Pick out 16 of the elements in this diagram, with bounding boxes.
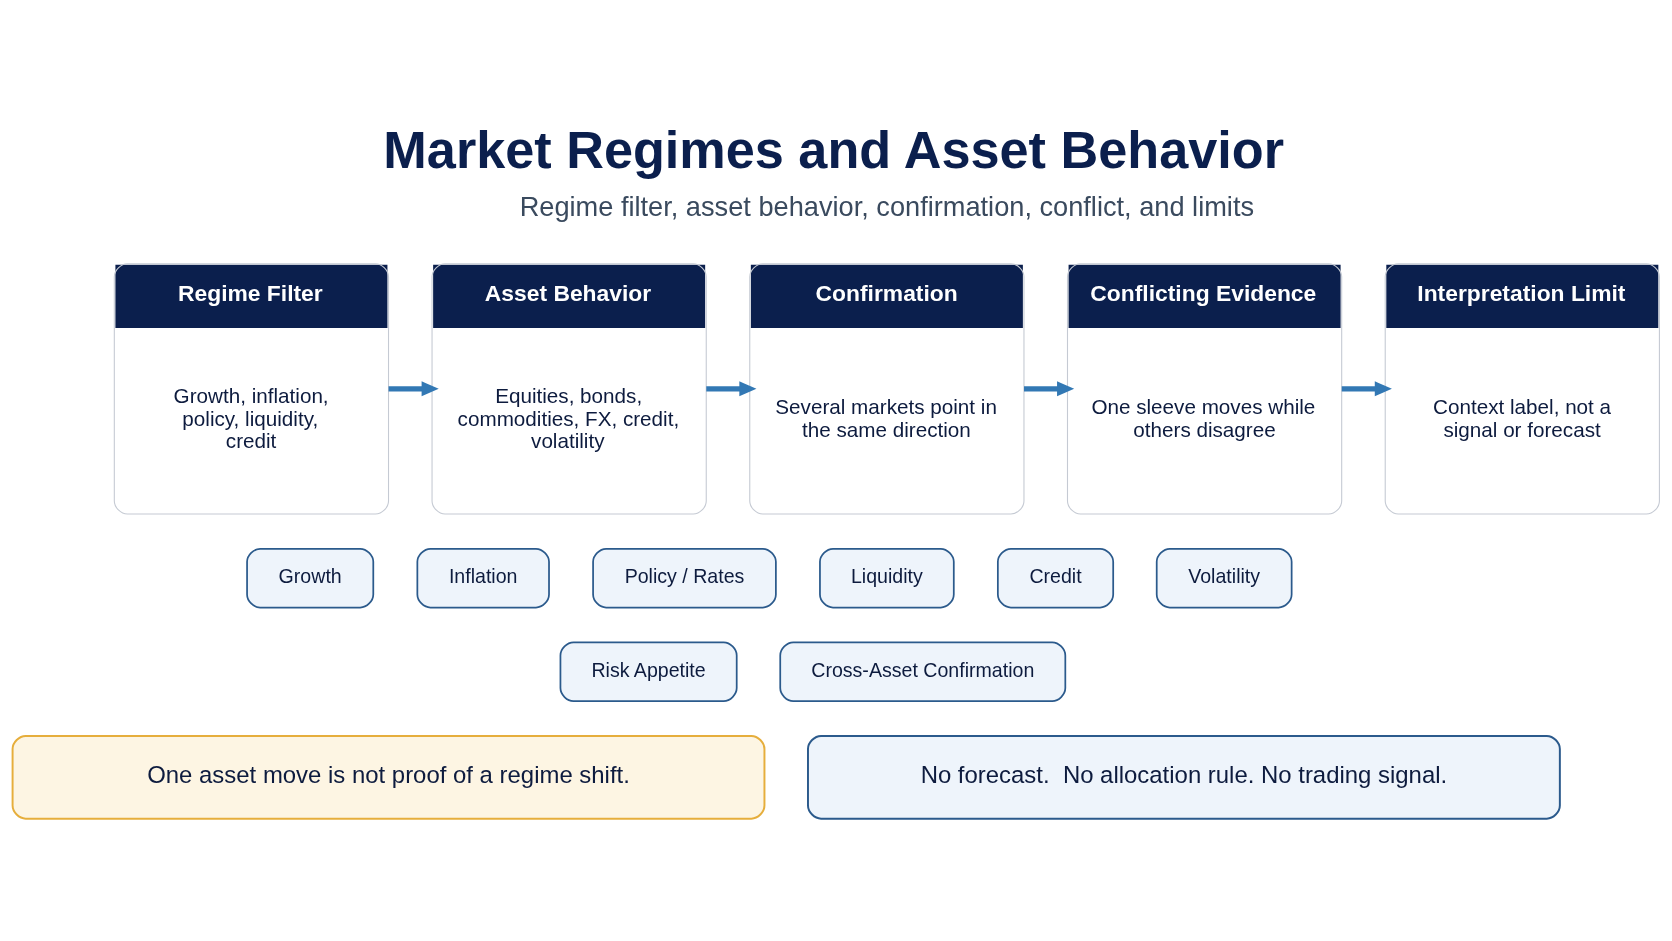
node-box: Risk Appetite [559, 641, 738, 702]
node-box: Liquidity [819, 547, 955, 608]
node-box: Credit [997, 547, 1115, 608]
node-box: Inflation [416, 547, 550, 608]
node-box: Cross-Asset Confirmation [779, 641, 1067, 702]
label: Regime filter, asset behavior, confirmation, conflict, and limits [519, 190, 1255, 222]
node-box: Volatility [1155, 547, 1293, 608]
diagram-title: Market Regimes and Asset Behavior [383, 120, 1284, 179]
arrow [388, 380, 439, 396]
node-box: Growth [246, 547, 375, 608]
node-box: No forecast. No allocation rule. No trading signal. [807, 734, 1561, 820]
node-box: Policy / Rates [592, 547, 777, 608]
arrow [706, 380, 757, 396]
node-box: One asset move is not proof of a regime shift. [11, 734, 766, 820]
arrow [1341, 380, 1392, 396]
arrow [1024, 380, 1075, 396]
